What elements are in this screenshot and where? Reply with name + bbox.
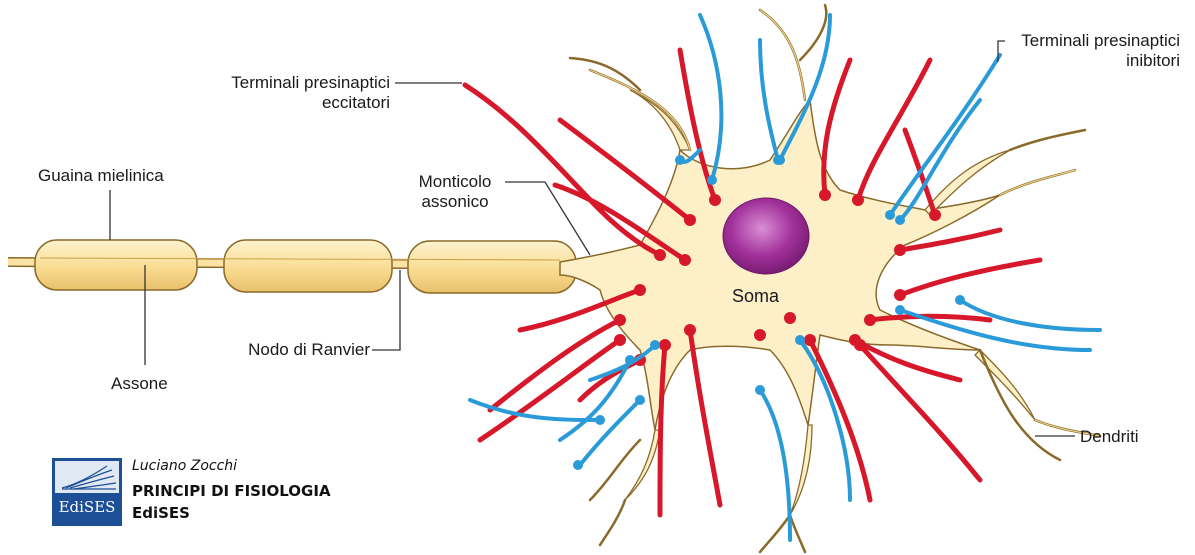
bouton xyxy=(707,175,717,185)
bouton xyxy=(754,329,766,341)
bouton xyxy=(679,254,691,266)
bouton xyxy=(654,249,666,261)
publisher-name: EdiSES xyxy=(132,504,190,522)
bouton xyxy=(634,284,646,296)
label-terminali-eccitatori-line2: eccitatori xyxy=(180,93,390,113)
bouton xyxy=(895,305,905,315)
publisher-block: EdiSES Luciano Zocchi PRINCIPI DI FISIOL… xyxy=(52,458,327,528)
bouton xyxy=(675,155,685,165)
label-monticolo-line1: Monticolo xyxy=(405,172,505,192)
bouton xyxy=(849,334,861,346)
label-terminali-eccitatori-line1: Terminali presinaptici xyxy=(180,73,390,93)
myelin-segment xyxy=(408,241,576,293)
label-soma: Soma xyxy=(732,286,779,306)
bouton xyxy=(885,210,895,220)
label-guaina-mielinica: Guaina mielinica xyxy=(38,166,164,186)
bouton xyxy=(894,244,906,256)
bouton xyxy=(955,295,965,305)
bouton xyxy=(795,335,805,345)
label-dendriti: Dendriti xyxy=(1080,427,1139,447)
bouton xyxy=(755,385,765,395)
bouton xyxy=(709,194,721,206)
publisher-title: PRINCIPI DI FISIOLOGIA xyxy=(132,482,331,500)
label-terminali-inibitori: Terminali presinaptici inibitori xyxy=(985,31,1180,71)
bouton xyxy=(614,314,626,326)
bouton xyxy=(625,355,635,365)
label-terminali-eccitatori: Terminali presinaptici eccitatori xyxy=(180,73,390,113)
myelin-segment xyxy=(35,240,197,290)
edises-logo-text: EdiSES xyxy=(54,498,120,516)
bouton xyxy=(650,340,660,350)
label-monticolo-assonico: Monticolo assonico xyxy=(405,172,505,212)
myelin-sheath xyxy=(35,240,576,293)
bouton xyxy=(614,334,626,346)
bouton xyxy=(929,209,941,221)
bouton xyxy=(659,339,671,351)
label-assone: Assone xyxy=(111,374,168,394)
label-nodo-di-ranvier: Nodo di Ranvier xyxy=(205,340,370,360)
label-monticolo-line2: assonico xyxy=(405,192,505,212)
label-terminali-inibitori-line1: Terminali presinaptici xyxy=(985,31,1180,51)
nucleus xyxy=(723,198,809,274)
publisher-author: Luciano Zocchi xyxy=(132,458,237,474)
bouton xyxy=(852,194,864,206)
bouton xyxy=(684,214,696,226)
bouton xyxy=(804,334,816,346)
bouton xyxy=(895,215,905,225)
bouton xyxy=(864,314,876,326)
bouton xyxy=(573,460,583,470)
bouton xyxy=(894,289,906,301)
bouton xyxy=(819,189,831,201)
bouton xyxy=(775,155,785,165)
label-terminali-inibitori-line2: inibitori xyxy=(985,51,1180,71)
bouton xyxy=(684,324,696,336)
bouton xyxy=(595,415,605,425)
bouton xyxy=(635,395,645,405)
bouton xyxy=(784,312,796,324)
myelin-segment xyxy=(224,240,392,292)
